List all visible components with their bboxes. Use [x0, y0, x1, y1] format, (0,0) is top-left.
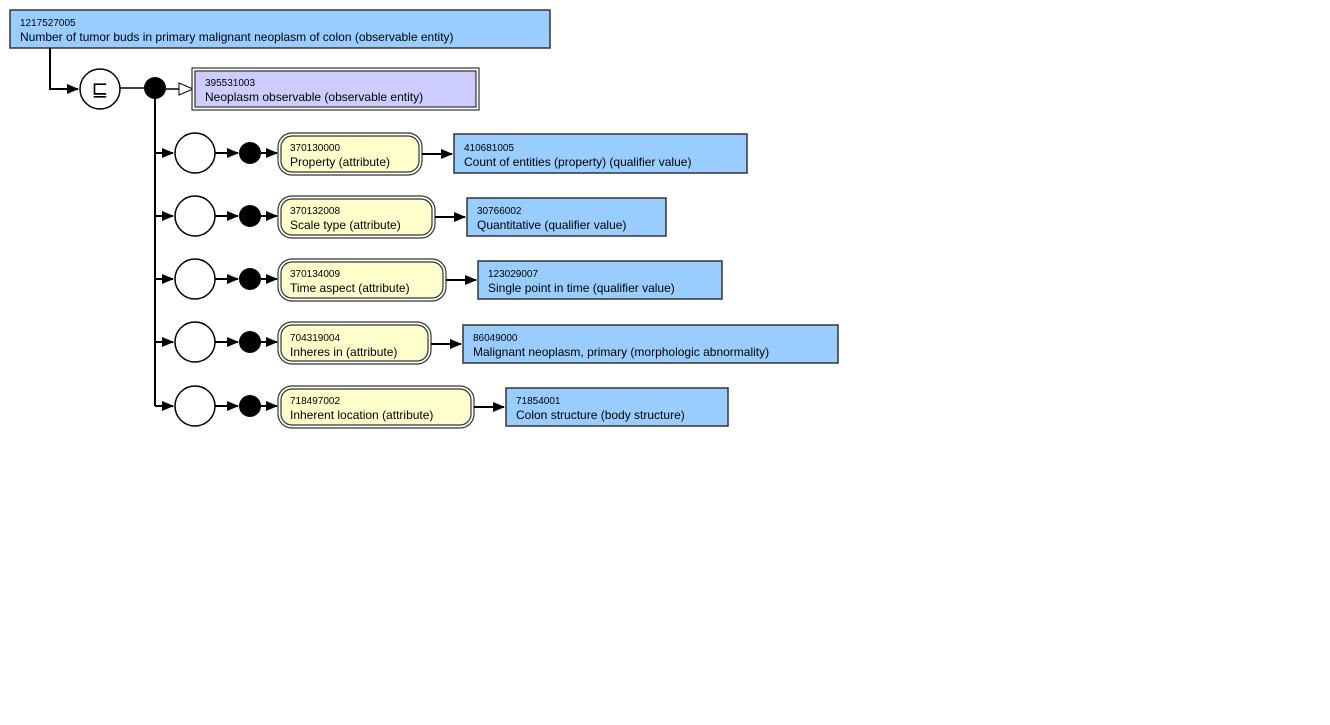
- focus-concept[interactable]: 1217527005 Number of tumor buds in prima…: [9, 9, 551, 49]
- relationship-group: 718497002 Inherent location (attribute) …: [155, 385, 729, 429]
- attribute-id: 718497002: [290, 396, 340, 407]
- role-group-node: [174, 195, 216, 237]
- parent-concept-name: Neoplasm observable (observable entity): [205, 90, 423, 104]
- value-id: 86049000: [473, 333, 518, 344]
- attribute-id: 370134009: [290, 269, 340, 280]
- role-conjunction-node: [239, 268, 261, 290]
- attribute-concept[interactable]: 718497002 Inherent location (attribute): [277, 385, 475, 429]
- attribute-name: Inheres in (attribute): [290, 345, 397, 359]
- relationship-group: 704319004 Inheres in (attribute) 8604900…: [155, 321, 839, 365]
- value-id: 30766002: [477, 206, 522, 217]
- role-conjunction-node: [239, 331, 261, 353]
- role-conjunction-node: [239, 205, 261, 227]
- role-group-node: [174, 385, 216, 427]
- focus-concept-name: Number of tumor buds in primary malignan…: [20, 30, 454, 44]
- relationship-group: 370130000 Property (attribute) 410681005…: [155, 132, 748, 176]
- value-id: 71854001: [516, 396, 561, 407]
- relationship-group: 370134009 Time aspect (attribute) 123029…: [155, 258, 723, 302]
- subsumption-icon: ⊑: [92, 77, 109, 101]
- attribute-name: Scale type (attribute): [290, 218, 401, 232]
- value-name: Malignant neoplasm, primary (morphologic…: [473, 345, 769, 359]
- value-concept[interactable]: 86049000 Malignant neoplasm, primary (mo…: [462, 324, 839, 364]
- attribute-name: Property (attribute): [290, 155, 390, 169]
- role-group-node: [174, 321, 216, 363]
- attribute-id: 370132008: [290, 206, 340, 217]
- attribute-concept[interactable]: 370134009 Time aspect (attribute): [277, 258, 447, 302]
- role-group-node: [174, 132, 216, 174]
- value-concept[interactable]: 30766002 Quantitative (qualifier value): [466, 197, 667, 237]
- attribute-id: 370130000: [290, 143, 340, 154]
- value-concept[interactable]: 410681005 Count of entities (property) (…: [453, 133, 748, 174]
- focus-concept-box: [9, 9, 551, 49]
- attribute-name: Inherent location (attribute): [290, 408, 433, 422]
- value-id: 123029007: [488, 269, 538, 280]
- attribute-id: 704319004: [290, 333, 340, 344]
- attribute-concept[interactable]: 704319004 Inheres in (attribute): [277, 321, 432, 365]
- attribute-concept[interactable]: 370132008 Scale type (attribute): [277, 195, 436, 239]
- value-concept[interactable]: 71854001 Colon structure (body structure…: [505, 387, 729, 427]
- focus-connector: [49, 48, 79, 94]
- role-conjunction-node: [239, 395, 261, 417]
- attribute-name: Time aspect (attribute): [290, 281, 410, 295]
- value-id: 410681005: [464, 143, 514, 154]
- value-name: Quantitative (qualifier value): [477, 218, 626, 232]
- parent-concept-id: 395531003: [205, 78, 255, 89]
- attribute-concept[interactable]: 370130000 Property (attribute): [277, 132, 423, 176]
- value-name: Colon structure (body structure): [516, 408, 685, 422]
- relationship-group: 370132008 Scale type (attribute) 3076600…: [155, 195, 667, 239]
- value-concept[interactable]: 123029007 Single point in time (qualifie…: [477, 260, 723, 300]
- role-conjunction-node: [239, 142, 261, 164]
- role-group-node: [174, 258, 216, 300]
- parent-concept[interactable]: 395531003 Neoplasm observable (observabl…: [191, 67, 480, 111]
- subsumption-node: ⊑: [79, 68, 121, 110]
- value-name: Count of entities (property) (qualifier …: [464, 155, 691, 169]
- conjunction-node: [144, 77, 166, 99]
- focus-concept-id: 1217527005: [20, 18, 76, 29]
- value-name: Single point in time (qualifier value): [488, 281, 675, 295]
